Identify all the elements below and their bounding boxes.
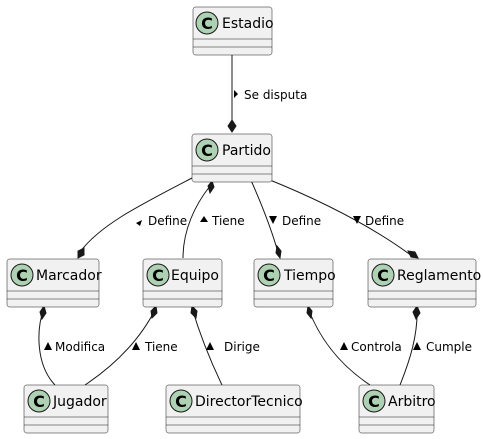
class-marcador[interactable]: C Marcador [6, 258, 102, 308]
class-stereotype-icon [146, 263, 170, 287]
direction-arrow-icon [234, 90, 238, 98]
class-tiempo[interactable]: C Tiempo [253, 258, 336, 308]
relation-tiene-jugador: Tiene [84, 304, 178, 386]
class-name-marcador: Marcador [36, 268, 102, 284]
relation-label-define-reglamento: Define [365, 214, 404, 228]
stereotype-letter: C [377, 266, 389, 285]
class-stereotype-icon [195, 138, 219, 162]
stereotype-letter: C [152, 266, 164, 285]
composition-diamond-icon [227, 119, 237, 133]
stereotype-letter: C [175, 392, 187, 411]
relation-define-tiempo: Define [249, 177, 321, 260]
class-partido[interactable]: C Partido [191, 133, 273, 183]
relation-label-define-marcador: Define [148, 214, 187, 228]
relation-label-modifica: Modifica [55, 340, 105, 354]
composition-diamond-icon [39, 304, 47, 321]
class-stereotype-icon [371, 263, 395, 287]
class-name-tiempo: Tiempo [283, 268, 336, 284]
composition-diamond-icon [150, 304, 158, 320]
class-name-arbitro: Arbitro [388, 394, 436, 410]
relation-modifica: Modifica [38, 304, 105, 386]
relation-label-define-tiempo: Define [282, 214, 321, 228]
composition-diamond-icon [407, 250, 419, 259]
class-arbitro[interactable]: C Arbitro [358, 384, 436, 434]
class-jugador[interactable]: C Jugador [23, 384, 109, 434]
direction-arrow-icon [413, 342, 421, 350]
composition-diamond-icon [207, 179, 215, 195]
direction-arrow-icon [44, 342, 52, 350]
stereotype-letter: C [16, 266, 28, 285]
relation-label-tiene-equipo: Tiene [211, 214, 245, 228]
composition-diamond-icon [190, 304, 198, 320]
class-reglamento[interactable]: C Reglamento [367, 258, 481, 308]
relation-label-cumple: Cumple [426, 340, 472, 354]
stereotype-letter: C [368, 392, 380, 411]
direction-arrow-icon [340, 342, 348, 350]
composition-diamond-icon [275, 244, 282, 260]
class-estadio[interactable]: C Estadio [192, 6, 274, 56]
class-directortecnico[interactable]: C DirectorTecnico [165, 384, 303, 434]
direction-arrow-icon [206, 342, 214, 350]
class-name-equipo: Equipo [171, 268, 219, 284]
composition-diamond-icon [306, 304, 313, 320]
class-stereotype-icon [362, 389, 386, 413]
class-stereotype-icon [27, 389, 51, 413]
relation-controla: Controla [306, 304, 402, 386]
relation-label-controla: Controla [351, 340, 402, 354]
composition-diamond-icon [77, 247, 85, 259]
relation-dirige: Dirige [190, 304, 260, 386]
class-name-reglamento: Reglamento [397, 268, 481, 284]
stereotype-letter: C [33, 392, 45, 411]
class-stereotype-icon [10, 263, 34, 287]
direction-arrow-icon [269, 216, 277, 224]
stereotype-letter: C [201, 14, 213, 33]
class-name-estadio: Estadio [222, 16, 274, 32]
relation-tiene-equipo: Tiene [182, 179, 245, 259]
class-stereotype-icon [169, 389, 193, 413]
relation-label-tiene-jugador: Tiene [144, 340, 178, 354]
relation-define-reglamento: Define [264, 177, 419, 259]
class-name-jugador: Jugador [52, 394, 107, 410]
relation-cumple: Cumple [399, 304, 472, 386]
stereotype-letter: C [201, 141, 213, 160]
direction-arrow-icon [132, 342, 140, 350]
class-equipo[interactable]: C Equipo [142, 258, 223, 308]
class-stereotype-icon [195, 11, 219, 35]
relation-define-marcador: Define [77, 177, 193, 259]
composition-diamond-icon [412, 304, 421, 321]
direction-arrow-icon [200, 216, 208, 222]
direction-arrow-icon [136, 220, 142, 226]
relation-label-se-disputa: Se disputa [244, 88, 307, 102]
class-stereotype-icon [257, 263, 281, 287]
relation-se-disputa: Se disputa [227, 55, 307, 133]
relation-label-dirige: Dirige [224, 340, 260, 354]
class-name-partido: Partido [222, 143, 271, 159]
direction-arrow-icon [353, 216, 361, 224]
stereotype-letter: C [263, 266, 275, 285]
class-name-directortecnico: DirectorTecnico [195, 394, 303, 410]
